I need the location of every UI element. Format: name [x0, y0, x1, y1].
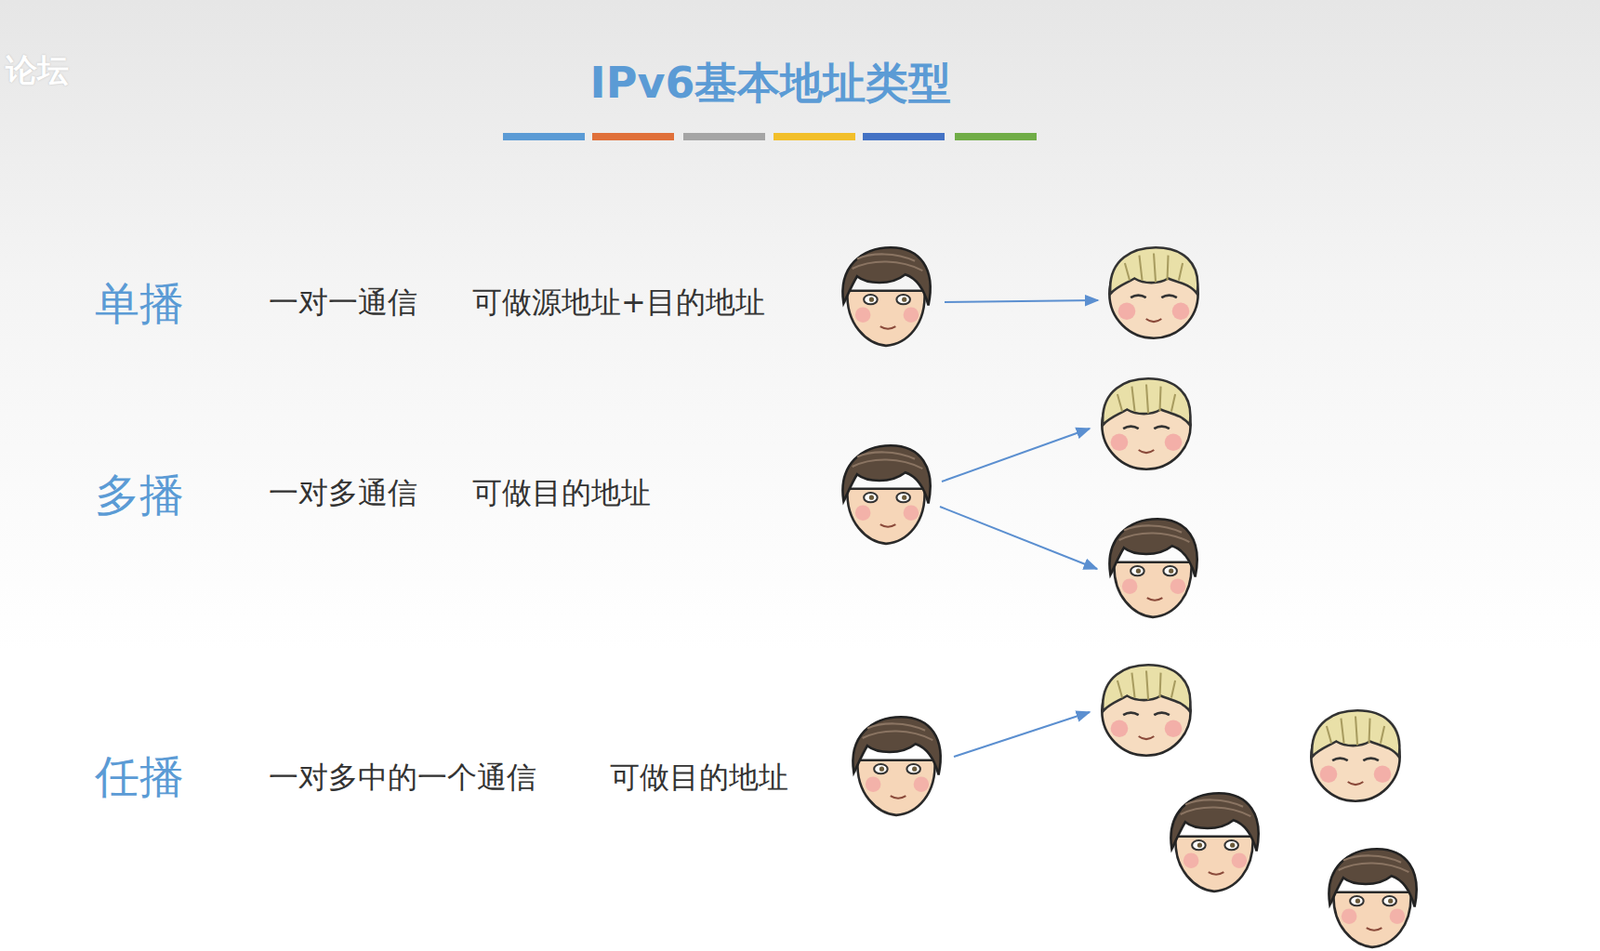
address-type: 单播 — [94, 277, 185, 331]
description: 一对多通信 — [268, 475, 418, 511]
address-type: 多播 — [94, 468, 185, 523]
usage-note: 可做目的地址 — [609, 759, 789, 795]
page-title: IPv6基本地址类型 — [590, 57, 953, 109]
arrows — [939, 300, 1098, 757]
watermark: 论坛 — [5, 51, 69, 90]
address-type: 任播 — [94, 750, 185, 805]
usage-note: 可做源地址+目的地址 — [472, 284, 766, 320]
faces — [842, 247, 1416, 948]
usage-note: 可做目的地址 — [472, 475, 651, 511]
description: 一对一通信 — [268, 284, 418, 320]
color-bar — [502, 132, 1037, 141]
description: 一对多中的一个通信 — [268, 759, 537, 795]
